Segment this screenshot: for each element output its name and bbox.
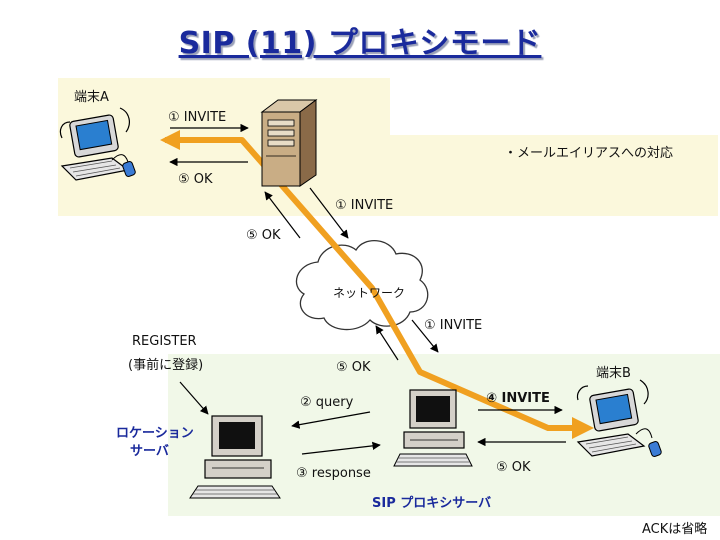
network-cloud-icon <box>295 240 429 331</box>
ok-5a-label: ⑤ OK <box>178 172 213 187</box>
ok-5c-label: ⑤ OK <box>336 360 371 375</box>
ok-5c-arrow <box>375 325 399 361</box>
mail-alias-note: ・メールエイリアスへの対応 <box>504 146 674 161</box>
signal-arrow-head-left <box>160 130 180 150</box>
sip-proxy-server-computer-icon <box>393 389 473 467</box>
proxy-server-tower-icon <box>260 99 318 187</box>
invite-1c-label: ① INVITE <box>424 318 483 333</box>
response-3-label: ③ response <box>296 466 371 481</box>
register-arrow <box>179 381 209 415</box>
register-label: REGISTER <box>132 334 197 349</box>
terminal-b-label: 端末B <box>596 366 631 381</box>
query-2-label: ② query <box>300 395 354 410</box>
ok-5d-label: ⑤ OK <box>496 460 531 475</box>
register-note-label: (事前に登録) <box>128 358 204 373</box>
terminal-a-label: 端末A <box>74 90 109 105</box>
ok-5b-label: ⑤ OK <box>246 228 281 243</box>
location-server-label: ロケーション <box>116 426 194 441</box>
terminal-b-computer-icon <box>576 379 662 457</box>
signal-arrow-head-right <box>572 417 594 439</box>
network-label: ネットワーク <box>333 286 406 300</box>
response-3-arrow <box>301 441 381 455</box>
query-2-arrow <box>291 411 371 429</box>
ack-omitted-note: ACKは省略 <box>642 522 708 537</box>
location-server-computer-icon <box>189 415 281 499</box>
signal-path <box>160 130 594 439</box>
invite-1a-label: ① INVITE <box>168 110 227 125</box>
location-server-label-line2: サーバ <box>130 444 169 459</box>
invite-1c-arrow <box>411 319 439 353</box>
invite-1b-label: ① INVITE <box>335 198 394 213</box>
terminal-a-computer-icon <box>59 107 136 181</box>
invite-4-label: ④ INVITE <box>486 391 550 406</box>
terminal-a-panel-extension <box>58 135 718 216</box>
page-title: SIP (11) プロキシモード <box>178 26 542 61</box>
ok-5b-arrow <box>264 191 301 239</box>
sip-proxy-server-label: SIP プロキシサーバ <box>372 496 492 511</box>
invite-1b-arrow <box>309 187 349 239</box>
